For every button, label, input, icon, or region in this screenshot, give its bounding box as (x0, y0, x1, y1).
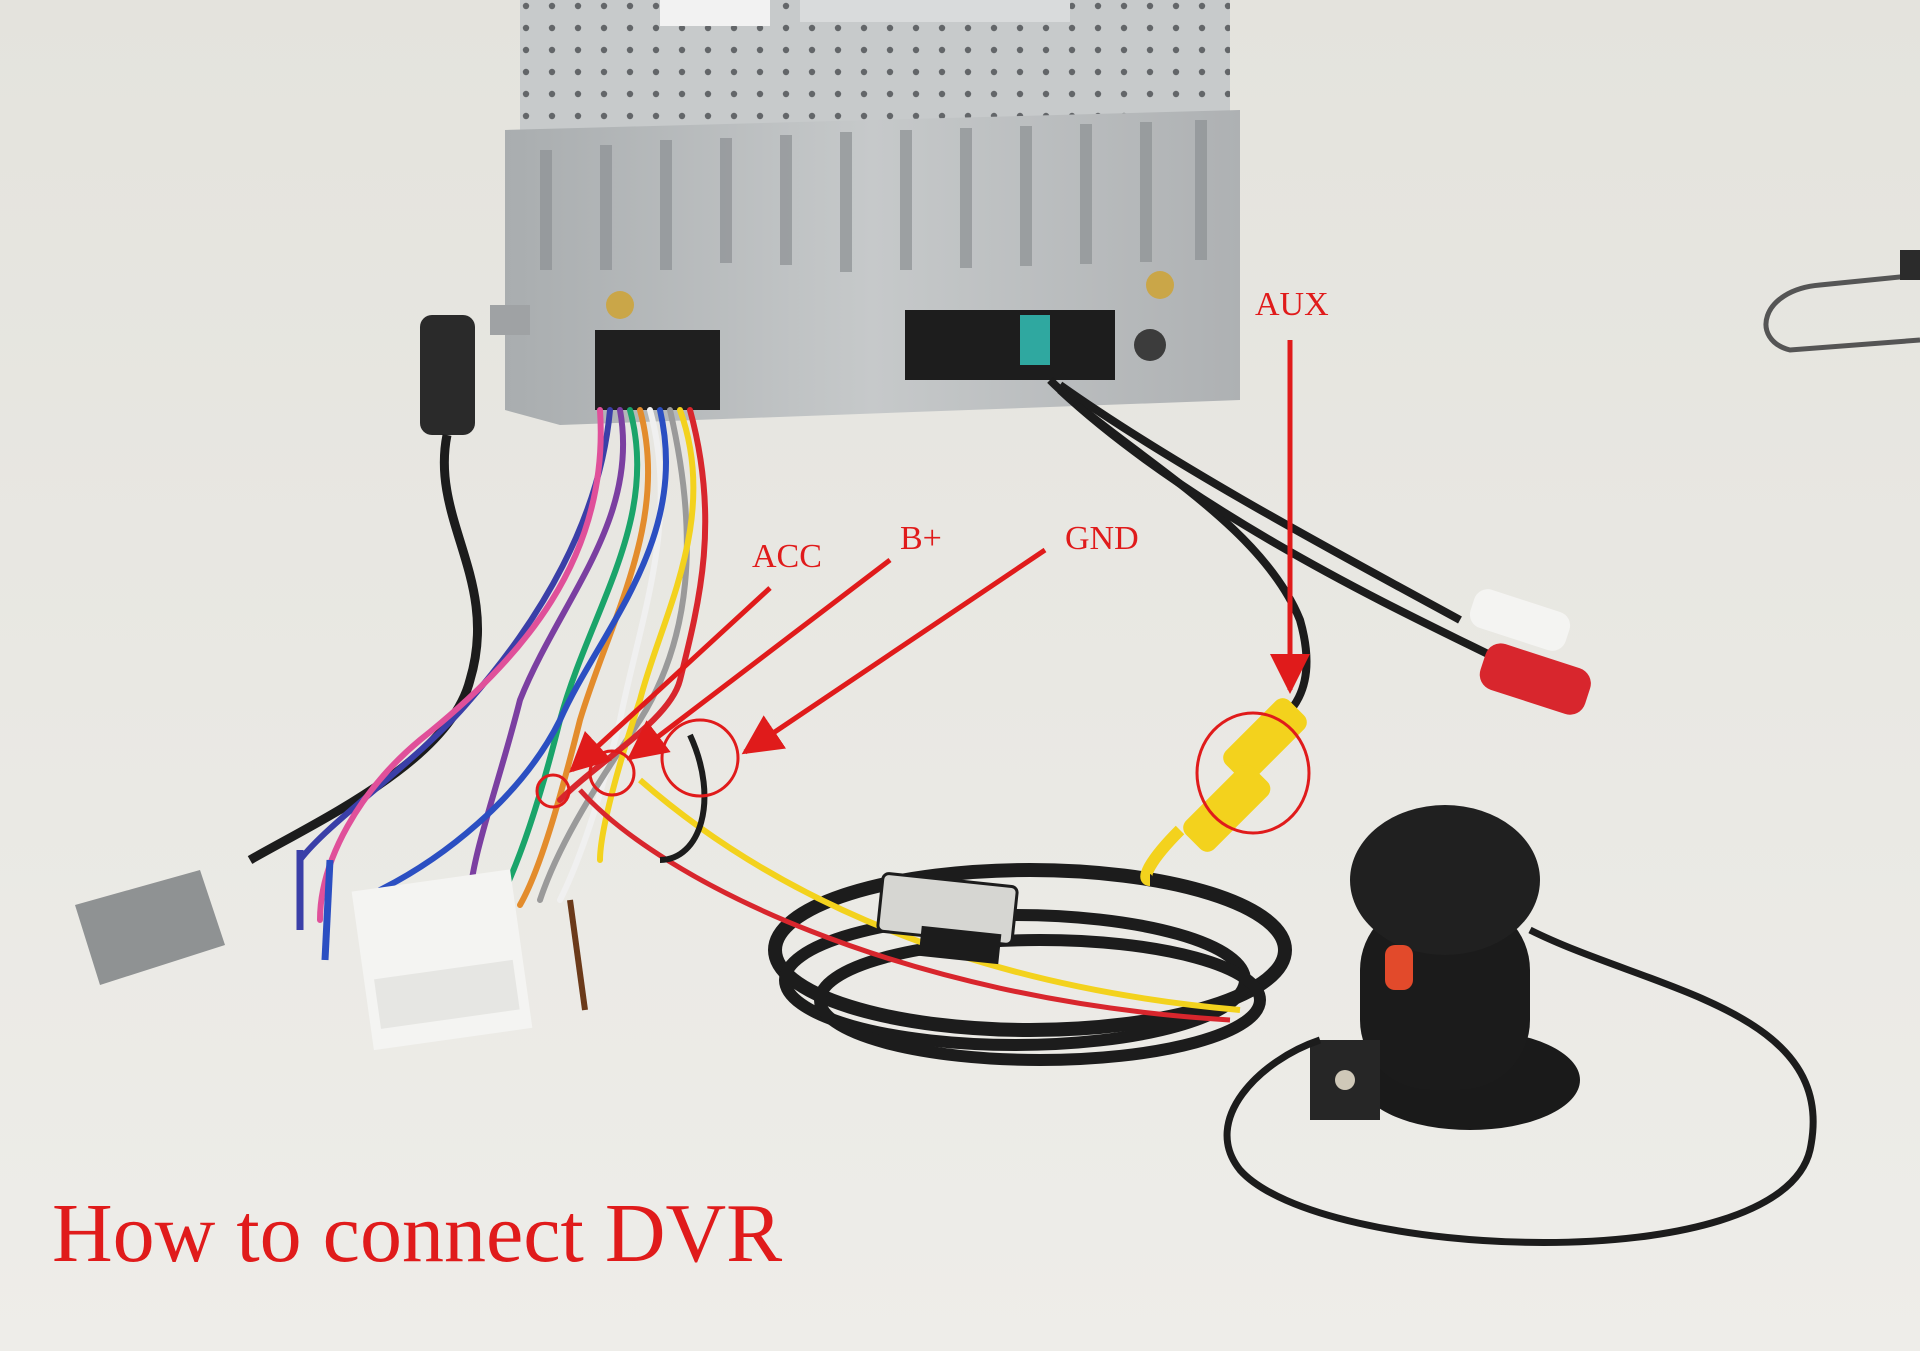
b-plus-label: B+ (900, 520, 942, 557)
caption-title: How to connect DVR (52, 1187, 783, 1280)
aux-rca-cables (1047, 377, 1591, 886)
dvr-power-cable (578, 733, 1292, 1066)
annotation-arrows (569, 340, 1310, 773)
gnd-label: GND (1065, 520, 1139, 557)
acc-label: ACC (752, 538, 822, 575)
antenna-adapter (247, 305, 530, 864)
head-unit (505, 0, 1240, 425)
iso-connectors (75, 850, 588, 1051)
dvr-camera (1223, 805, 1817, 1246)
binder-clip (1763, 250, 1920, 353)
aux-label: AUX (1255, 286, 1329, 323)
